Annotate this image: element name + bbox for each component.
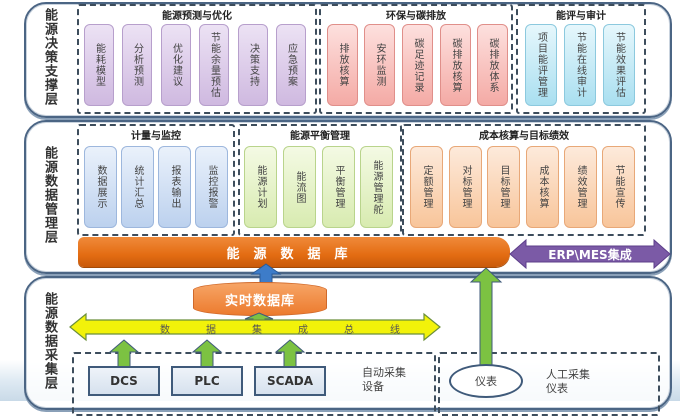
group-environment-carbon: 环保与碳排放 bbox=[319, 4, 513, 114]
up-arrow-icon bbox=[274, 339, 306, 369]
device-dcs: DCS bbox=[88, 366, 160, 396]
up-arrow-icon bbox=[250, 263, 282, 285]
erp-mes-label: ERP\MES集成 bbox=[548, 248, 632, 262]
up-arrow-icon bbox=[469, 267, 503, 369]
up-arrow-icon bbox=[108, 339, 140, 369]
module-box: 绩效管理 bbox=[564, 146, 597, 228]
meter: 仪表 bbox=[449, 364, 523, 398]
realtime-database: 实时数据库 bbox=[193, 282, 327, 316]
module-box: 成本核算 bbox=[526, 146, 559, 228]
module-box: 优化建议 bbox=[161, 24, 191, 106]
module-box: 节能余量预估 bbox=[199, 24, 229, 106]
bus-label: 数 据 集 成 总 线 bbox=[160, 321, 400, 336]
bus-char: 总 bbox=[344, 325, 354, 336]
module-box: 排放核算 bbox=[327, 24, 358, 106]
device-scada: SCADA bbox=[254, 366, 326, 396]
module-box: 碳足迹记录 bbox=[402, 24, 433, 106]
manual-collection-note: 人工采集仪表 bbox=[546, 368, 590, 395]
module-box: 能源管理舵 bbox=[360, 146, 393, 228]
double-arrow-icon bbox=[509, 238, 671, 270]
module-box: 安环监测 bbox=[364, 24, 395, 106]
module-box: 节能效果评估 bbox=[603, 24, 635, 106]
group-cost-performance: 成本核算与目标绩效 bbox=[402, 124, 646, 236]
module-box: 碳排放体系 bbox=[477, 24, 508, 106]
module-box: 平衡管理 bbox=[322, 146, 355, 228]
module-box: 能流图 bbox=[283, 146, 316, 228]
bus-char: 据 bbox=[206, 325, 216, 336]
management-layer-title: 能源数据管理层 bbox=[42, 146, 57, 244]
realtime-database-label: 实时数据库 bbox=[224, 293, 295, 309]
bus-char: 数 bbox=[160, 325, 170, 336]
module-box: 节能宣传 bbox=[602, 146, 635, 228]
module-box: 定额管理 bbox=[410, 146, 443, 228]
group-energy-balance: 能源平衡管理 bbox=[238, 124, 402, 236]
module-box: 节能在线审计 bbox=[564, 24, 596, 106]
module-box: 碳排放核算 bbox=[440, 24, 471, 106]
group-forecast-optimization: 能源预测与优化 bbox=[77, 4, 317, 114]
group-title: 能评与审计 bbox=[556, 11, 606, 22]
module-box: 监控报警 bbox=[195, 146, 228, 228]
module-box: 数据展示 bbox=[84, 146, 117, 228]
module-box: 项目能评管理 bbox=[525, 24, 557, 106]
energy-database: 能源数据库 bbox=[78, 237, 510, 267]
data-integration-bus: 数 据 集 成 总 线 bbox=[69, 312, 441, 342]
up-arrow-icon bbox=[191, 339, 223, 369]
bus-char: 集 bbox=[252, 325, 262, 336]
group-metering-monitoring: 计量与监控 bbox=[77, 124, 235, 236]
module-box: 分析预测 bbox=[122, 24, 152, 106]
group-title: 计量与监控 bbox=[131, 131, 181, 142]
group-title: 环保与碳排放 bbox=[386, 11, 446, 22]
auto-collection-note: 自动采集设备 bbox=[362, 366, 406, 393]
group-title: 能源预测与优化 bbox=[162, 11, 232, 22]
erp-mes-integration: ERP\MES集成 bbox=[509, 238, 671, 270]
module-box: 能源计划 bbox=[244, 146, 277, 228]
module-box: 报表输出 bbox=[158, 146, 191, 228]
bus-char: 成 bbox=[298, 325, 308, 336]
module-box: 统计汇总 bbox=[121, 146, 154, 228]
module-box: 目标管理 bbox=[487, 146, 520, 228]
module-box: 对标管理 bbox=[449, 146, 482, 228]
energy-database-label: 能源数据库 bbox=[226, 246, 362, 262]
collection-layer-title: 能源数据采集层 bbox=[42, 292, 57, 390]
group-title: 能源平衡管理 bbox=[290, 131, 350, 142]
device-plc: PLC bbox=[171, 366, 243, 396]
module-box: 应急预案 bbox=[276, 24, 306, 106]
module-box: 决策支持 bbox=[238, 24, 268, 106]
group-title: 成本核算与目标绩效 bbox=[479, 131, 569, 142]
bus-char: 线 bbox=[390, 325, 400, 336]
module-box: 能耗模型 bbox=[84, 24, 114, 106]
group-evaluation-audit: 能评与审计 bbox=[516, 4, 646, 114]
double-arrow-icon bbox=[69, 312, 441, 342]
decision-layer-title: 能源决策支撑层 bbox=[42, 8, 57, 106]
